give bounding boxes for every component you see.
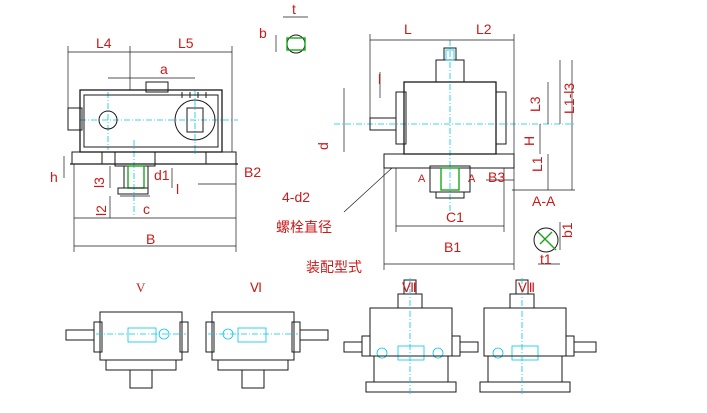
shaft-key-section-top xyxy=(275,16,308,54)
dim-t: t xyxy=(292,1,296,17)
dim-b1: b1 xyxy=(559,222,575,238)
assembly-type-viii xyxy=(479,278,597,396)
dim-B2: B2 xyxy=(244,164,261,180)
dim-t1: t1 xyxy=(540,251,552,267)
bolt-callout: 4-d2 xyxy=(282,189,310,205)
dim-L3: L3 xyxy=(527,96,543,112)
section-mark-A-right: A xyxy=(468,173,476,185)
dim-l3: l3 xyxy=(91,177,107,188)
assembly-type-vi xyxy=(205,311,329,389)
assembly-label-vi: Ⅵ xyxy=(250,280,262,295)
dim-L1: L1 xyxy=(529,156,545,172)
side-view xyxy=(334,34,575,270)
dim-l2: l2 xyxy=(93,205,109,216)
assembly-label-v: V xyxy=(136,280,146,295)
dim-c: c xyxy=(143,201,150,217)
assembly-type-v xyxy=(65,311,189,389)
dim-C1: C1 xyxy=(446,209,464,225)
section-A-A-shaft xyxy=(533,222,561,265)
assembly-label-vii: Ⅶ xyxy=(402,280,417,295)
dim-B1: B1 xyxy=(444,239,461,255)
assembly-type-vii xyxy=(343,278,479,396)
dim-l-side: l xyxy=(378,71,381,87)
dim-d1: d1 xyxy=(154,167,170,183)
bolt-diameter-note: 螺栓直径 xyxy=(276,219,332,236)
dim-l: l xyxy=(176,181,179,197)
section-mark-A-left: A xyxy=(418,173,426,185)
assembly-type-title: 装配型式 xyxy=(306,260,362,276)
dim-L1-l3: L1-l3 xyxy=(561,83,577,114)
section-A-A: A-A xyxy=(532,193,556,209)
dim-B: B xyxy=(146,231,155,247)
dim-L4: L4 xyxy=(96,35,112,51)
dim-L2: L2 xyxy=(476,21,492,37)
dim-L: L xyxy=(404,21,412,37)
dim-B3: B3 xyxy=(488,169,505,185)
dim-b: b xyxy=(259,25,267,41)
dim-a: a xyxy=(160,61,168,77)
dim-h: h xyxy=(50,169,58,185)
assembly-label-viii: Ⅷ xyxy=(518,280,535,295)
dim-L5: L5 xyxy=(178,35,194,51)
dim-d: d xyxy=(315,142,331,150)
front-view xyxy=(63,46,238,252)
dim-H: H xyxy=(521,136,537,146)
